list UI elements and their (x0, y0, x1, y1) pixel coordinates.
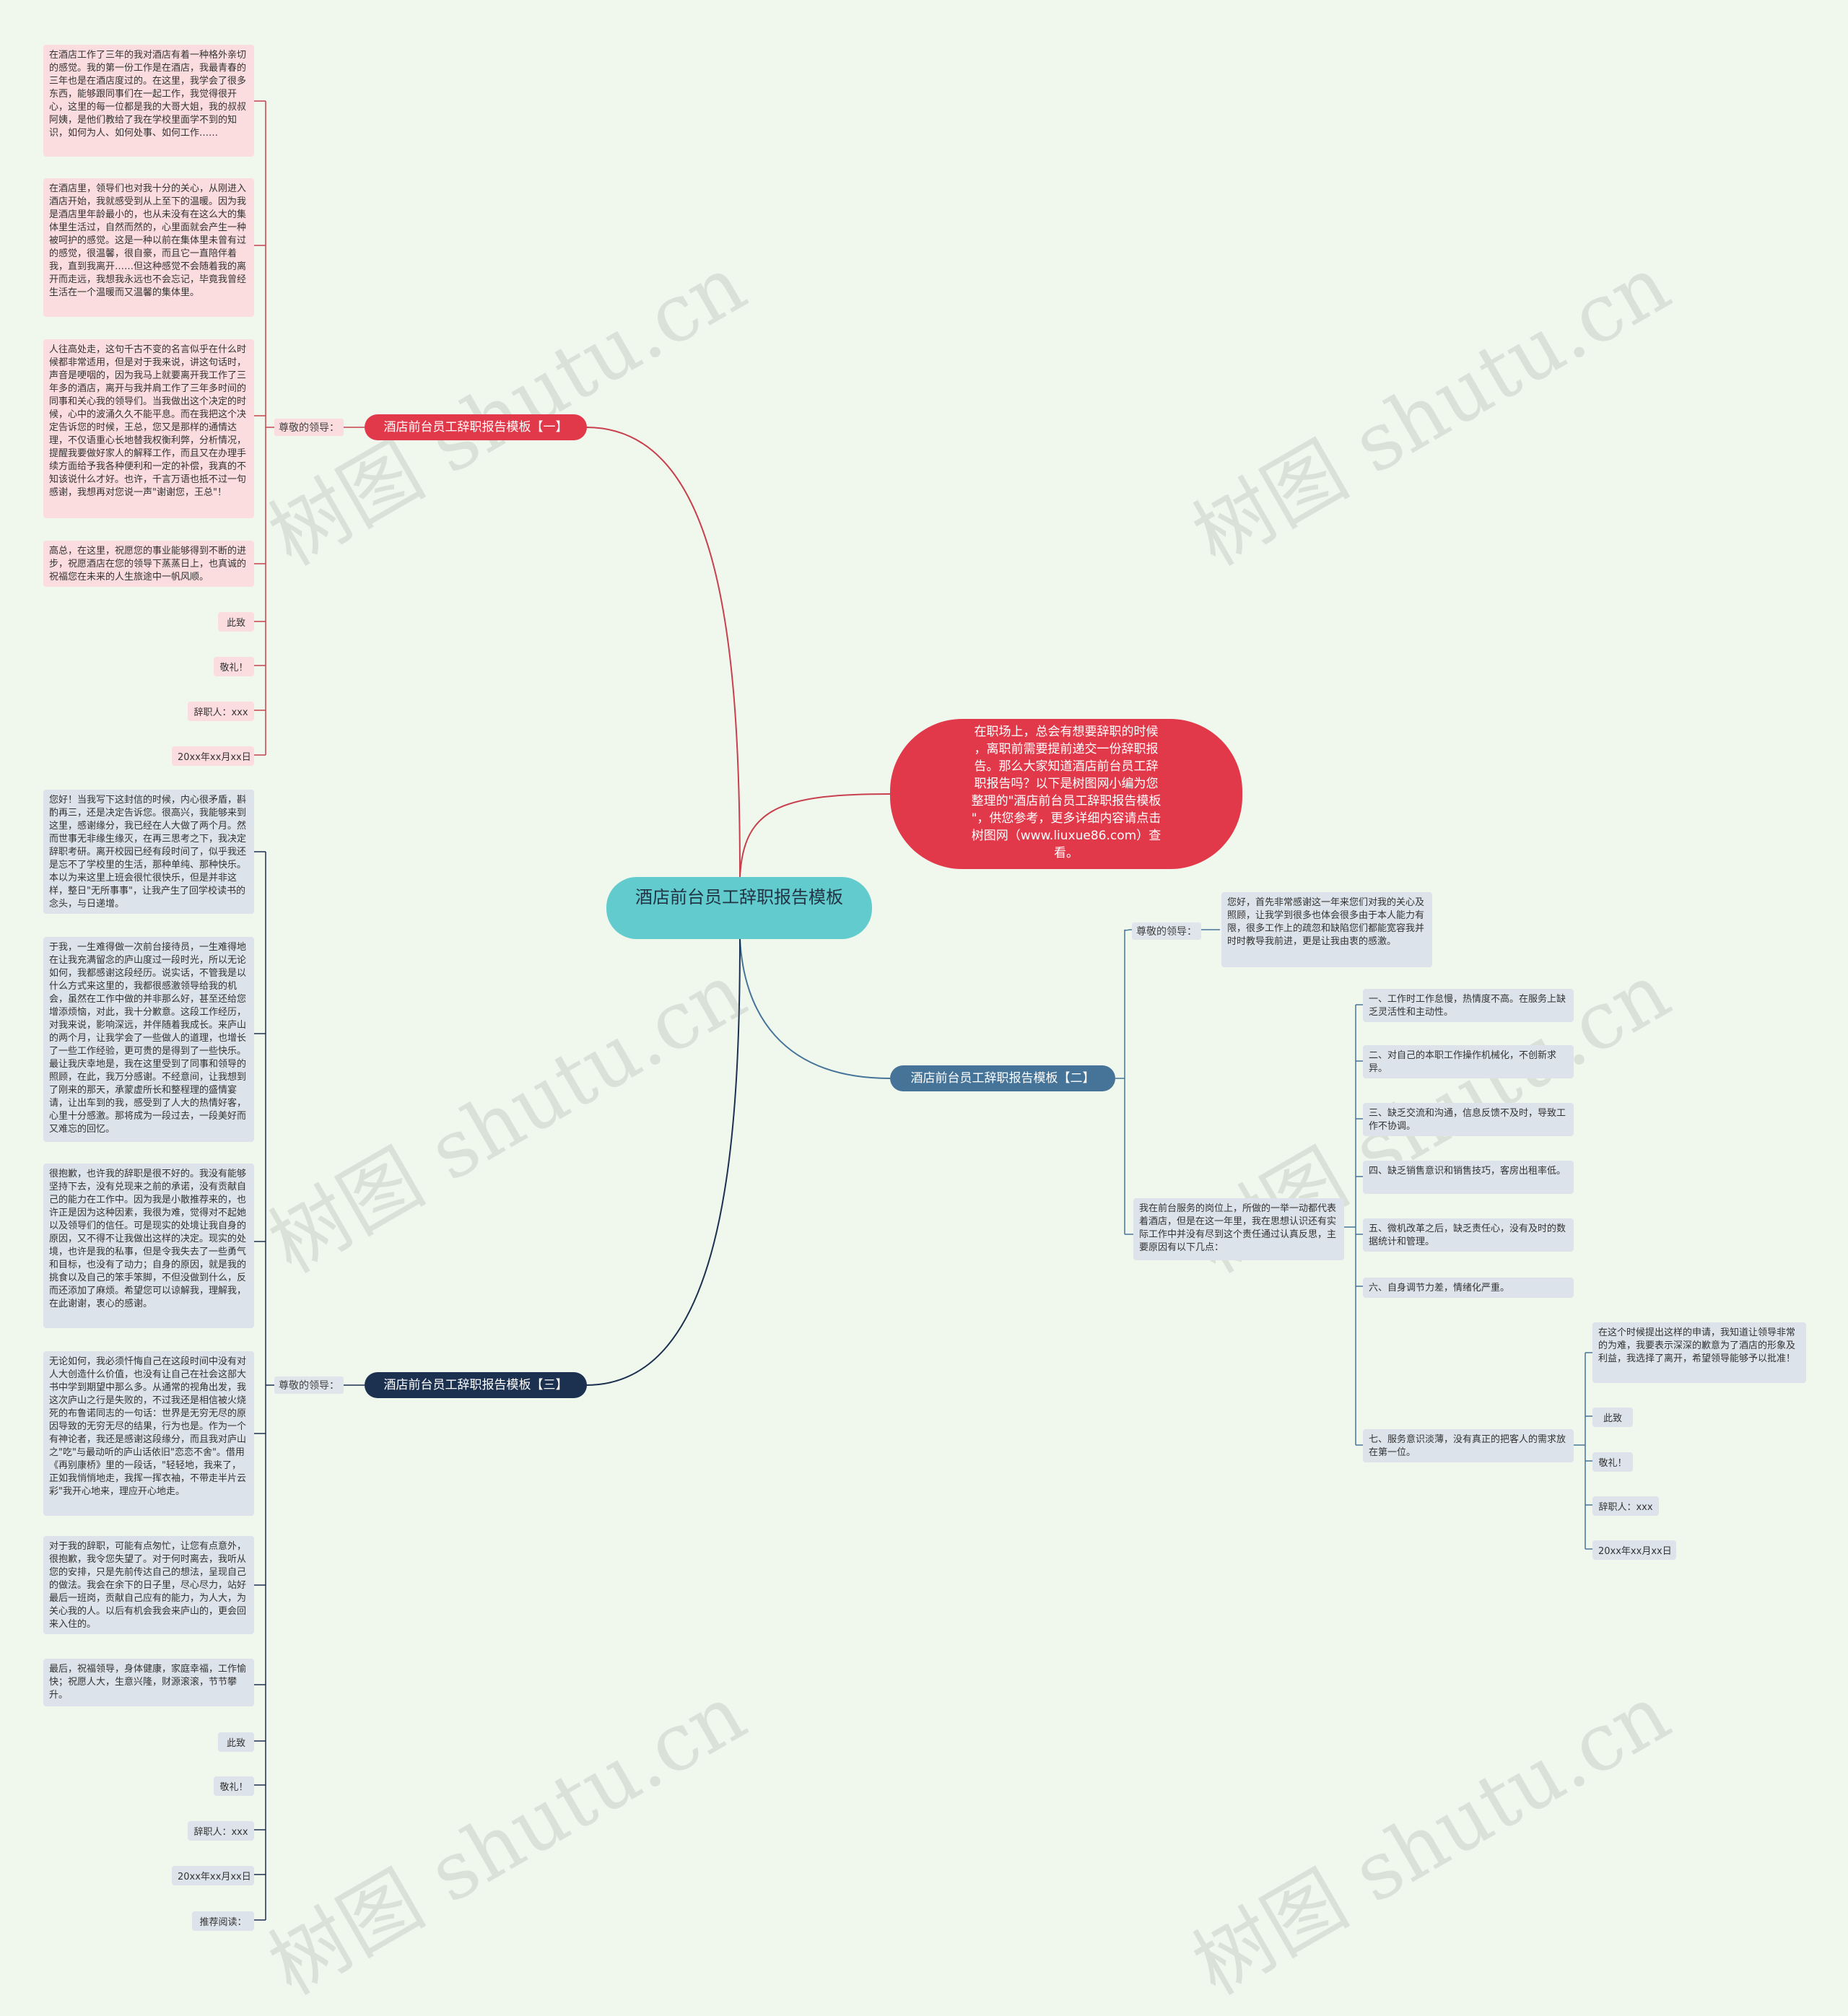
branch-three-recommend[interactable]: 推荐阅读： (192, 1911, 254, 1931)
branch-three-date[interactable]: 20xx年xx月xx日 (172, 1866, 254, 1885)
branch-two-salute[interactable]: 敬礼！ (1592, 1452, 1633, 1472)
branch-three-paragraph[interactable]: 您好！当我写下这封信的时候，内心很矛盾，斟酌再三，还是决定告诉您。很高兴，我能够… (43, 790, 254, 914)
branch-three-paragraph[interactable]: 于我，一生难得做一次前台接待员，一生难得地在让我充满留念的庐山度过一段时光，所以… (43, 937, 254, 1142)
branch-two-title[interactable]: 酒店前台员工辞职报告模板【二】 (890, 1065, 1115, 1091)
reason-item[interactable]: 三、缺乏交流和沟通，信息反馈不及时，导致工作不协调。 (1363, 1103, 1574, 1136)
branch-one-paragraph[interactable]: 高总，在这里，祝愿您的事业能够得到不断的进步，祝愿酒店在您的领导下蒸蒸日上，也真… (43, 541, 254, 587)
branch-three-closing[interactable]: 此致 (218, 1732, 254, 1752)
reason-item[interactable]: 一、工作时工作怠慢，热情度不高。在服务上缺乏灵活性和主动性。 (1363, 989, 1574, 1022)
branch-two-salutation[interactable]: 尊敬的领导： (1132, 922, 1201, 940)
reason-item[interactable]: 四、缺乏销售意识和销售技巧，客房出租率低。 (1363, 1161, 1574, 1194)
branch-three-salutation[interactable]: 尊敬的领导： (274, 1376, 344, 1394)
branch-three-paragraph[interactable]: 无论如何，我必须忏悔自己在这段时间中没有对人大创造什么价值，也没有让自己在社会这… (43, 1351, 254, 1516)
reason-item[interactable]: 五、微机改革之后，缺乏责任心，没有及时的数据统计和管理。 (1363, 1218, 1574, 1252)
branch-three-signer[interactable]: 辞职人：xxx (188, 1821, 254, 1841)
branch-one-paragraph[interactable]: 在酒店工作了三年的我对酒店有着一种格外亲切的感觉。我的第一份工作是在酒店，我最青… (43, 45, 254, 157)
branch-two-date[interactable]: 20xx年xx月xx日 (1592, 1540, 1676, 1560)
intro-node[interactable]: 在职场上，总会有想要辞职的时候 ，离职前需要提前递交一份辞职报 告。那么大家知道… (890, 719, 1242, 869)
branch-three-paragraph[interactable]: 很抱歉，也许我的辞职是很不好的。我没有能够坚持下去，没有兑现来之前的承诺，没有贡… (43, 1164, 254, 1328)
center-topic[interactable]: 酒店前台员工辞职报告模板 (606, 877, 872, 939)
reason-item[interactable]: 六、自身调节力差，情绪化严重。 (1363, 1278, 1574, 1298)
branch-one-signer[interactable]: 辞职人：xxx (188, 702, 254, 721)
branch-three-paragraph[interactable]: 对于我的辞职，可能有点匆忙，让您有点意外，很抱歉，我令您失望了。对于何时离去，我… (43, 1536, 254, 1634)
branch-two-reason-intro[interactable]: 我在前台服务的岗位上，所做的一举一动都代表着酒店，但是在这一年里，我在思想认识还… (1133, 1198, 1344, 1260)
branch-one-paragraph[interactable]: 人往高处走，这句千古不变的名言似乎在什么时候都非常适用，但是对于我来说，讲这句话… (43, 339, 254, 518)
branch-three-salute[interactable]: 敬礼！ (214, 1776, 254, 1796)
reason-item[interactable]: 二、对自己的本职工作操作机械化，不创新求异。 (1363, 1045, 1574, 1078)
branch-one-salutation[interactable]: 尊敬的领导： (274, 419, 344, 436)
branch-two-final-paragraph[interactable]: 在这个时候提出这样的申请，我知道让领导非常的为难，我要表示深深的歉意为了酒店的形… (1592, 1322, 1806, 1383)
branch-one-paragraph[interactable]: 在酒店里，领导们也对我十分的关心，从刚进入酒店开始，我就感受到从上至下的温暖。因… (43, 178, 254, 317)
branch-one-date[interactable]: 20xx年xx月xx日 (172, 746, 254, 766)
branch-two-closing[interactable]: 此致 (1592, 1408, 1633, 1427)
reason-item[interactable]: 七、服务意识淡薄，没有真正的把客人的需求放在第一位。 (1363, 1429, 1574, 1462)
branch-two-greeting[interactable]: 您好，首先非常感谢这一年来您们对我的关心及照顾，让我学到很多也体会很多由于本人能… (1221, 892, 1432, 967)
branch-three-title[interactable]: 酒店前台员工辞职报告模板【三】 (365, 1372, 587, 1398)
branch-two-signer[interactable]: 辞职人：xxx (1592, 1496, 1659, 1516)
branch-one-title[interactable]: 酒店前台员工辞职报告模板【一】 (365, 414, 587, 440)
branch-three-paragraph[interactable]: 最后，祝福领导，身体健康，家庭幸福，工作愉快；祝愿人大，生意兴隆，财源滚滚，节节… (43, 1659, 254, 1706)
branch-one-closing[interactable]: 此致 (218, 612, 254, 632)
connector-lines (254, 100, 1592, 1921)
branch-one-salute[interactable]: 敬礼！ (214, 657, 254, 676)
